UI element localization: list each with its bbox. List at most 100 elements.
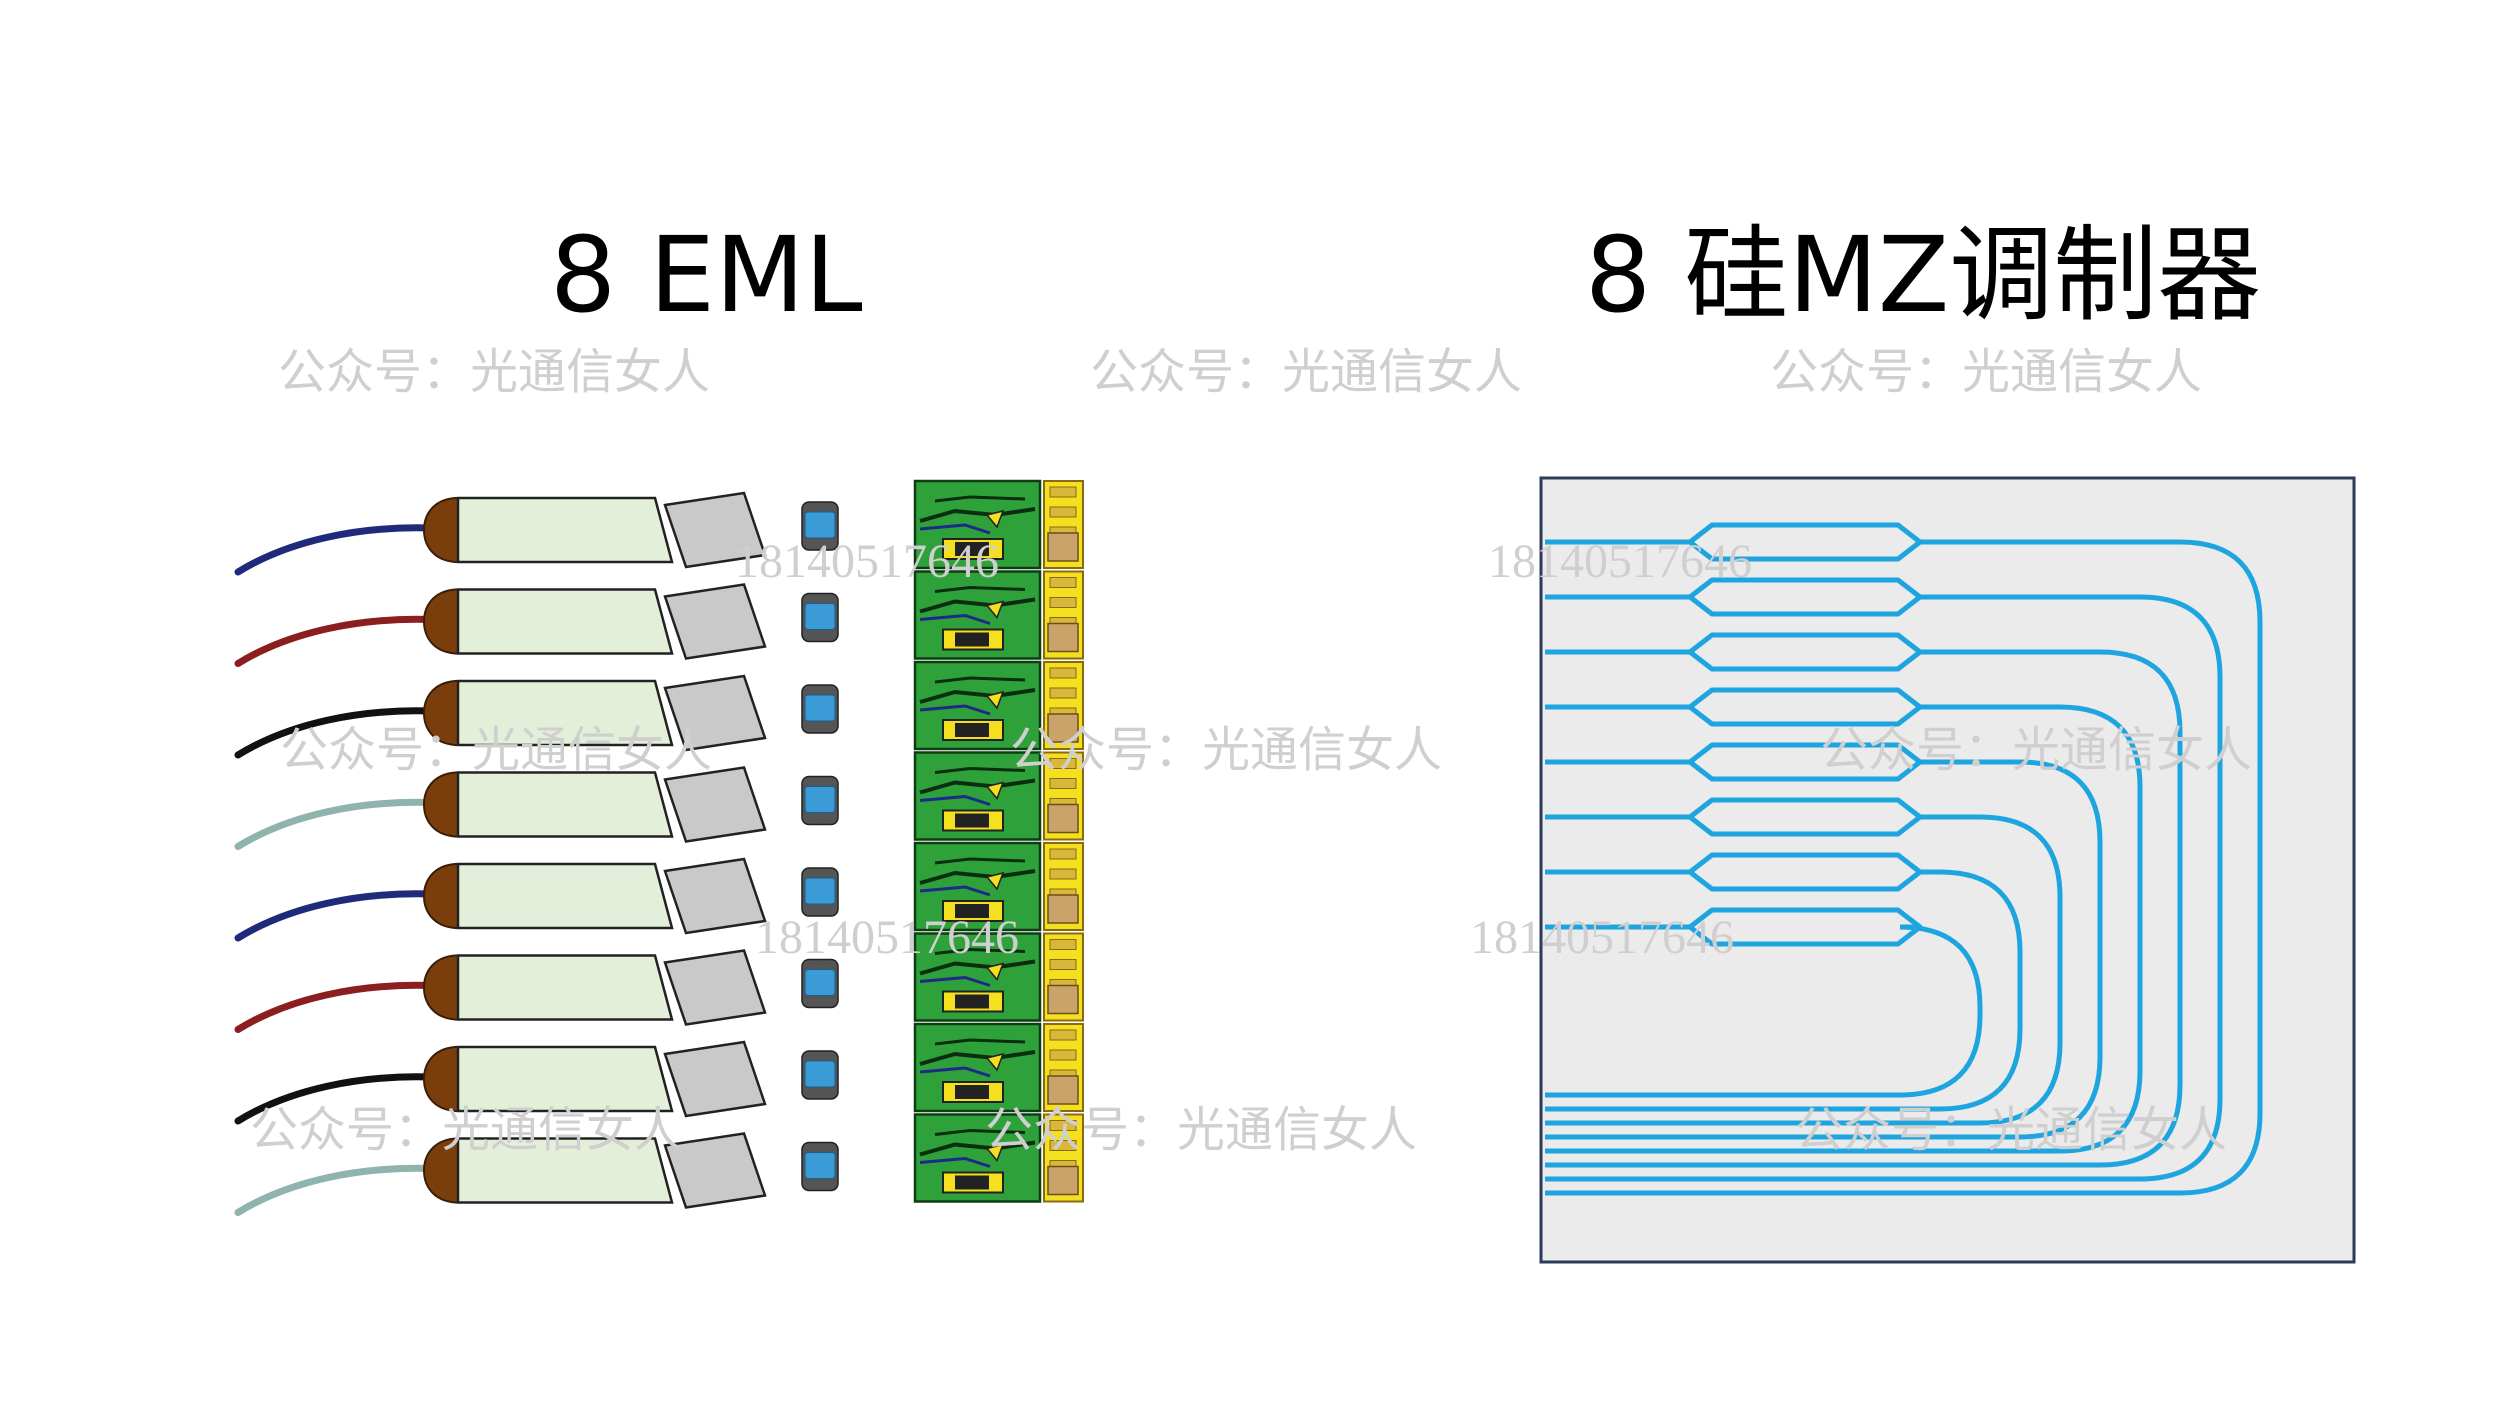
lens-plate bbox=[663, 674, 767, 752]
connector-finger bbox=[1049, 939, 1077, 950]
connector-pad bbox=[1047, 622, 1079, 653]
eml-unit bbox=[234, 841, 1084, 942]
connector-finger bbox=[1049, 1029, 1077, 1041]
connector-finger bbox=[1049, 506, 1077, 518]
eml-unit bbox=[234, 932, 1084, 1033]
connector-finger bbox=[1049, 848, 1077, 860]
pcb-trace bbox=[919, 1140, 1036, 1157]
connector-finger bbox=[1049, 758, 1077, 769]
eml-housing bbox=[456, 588, 674, 655]
pcb-trace bbox=[934, 585, 1026, 593]
pcb-trace bbox=[919, 523, 991, 535]
mz-modulator bbox=[1545, 907, 1983, 1098]
connector-finger bbox=[1049, 959, 1077, 970]
pcb-pad bbox=[985, 690, 1005, 710]
fiber-pigtail bbox=[234, 524, 434, 576]
eml-housing bbox=[456, 679, 674, 747]
connector-pad bbox=[1047, 1075, 1079, 1105]
pcb-pad bbox=[985, 600, 1005, 619]
connector-finger bbox=[1049, 687, 1077, 699]
pcb-chip bbox=[955, 632, 989, 647]
output-waveguide bbox=[1545, 704, 2143, 1154]
lens-plate bbox=[663, 1132, 767, 1209]
mz-modulator bbox=[1545, 522, 2263, 1196]
eml-array bbox=[234, 479, 1084, 1216]
connector-pad bbox=[1047, 984, 1079, 1015]
pcb-chip bbox=[955, 542, 989, 556]
eml-unit bbox=[234, 1022, 1084, 1125]
watermark-text: 公众号：光通信女人 bbox=[278, 344, 711, 400]
connector-pad bbox=[1047, 532, 1079, 562]
pcb-pad bbox=[985, 781, 1005, 800]
pcb-pad bbox=[985, 509, 1005, 529]
output-waveguide bbox=[1545, 869, 2023, 1112]
watermark-text: 公众号：光通信女人 bbox=[280, 722, 713, 778]
lens-plate bbox=[663, 583, 767, 660]
eml-housing bbox=[456, 771, 674, 838]
pcb-pad bbox=[985, 962, 1005, 981]
connector-finger bbox=[1049, 486, 1077, 498]
output-waveguide bbox=[1545, 594, 2223, 1182]
ferrule bbox=[422, 863, 463, 929]
mz-modulator bbox=[1545, 687, 2143, 1154]
watermark-number: 18140517646 bbox=[1488, 535, 1752, 588]
watermark-text: 公众号：光通信女人 bbox=[1010, 722, 1443, 778]
output-waveguide bbox=[1545, 814, 2063, 1126]
pcb-trace bbox=[919, 959, 1036, 976]
pcb-pad bbox=[985, 1052, 1005, 1072]
pcb-chip bbox=[955, 723, 989, 737]
output-waveguide bbox=[1545, 924, 1983, 1098]
pcb-trace bbox=[919, 688, 1036, 704]
ferrule bbox=[422, 771, 463, 838]
pcb-trace bbox=[919, 885, 991, 897]
eml-title: 8 EML bbox=[550, 214, 863, 336]
connector-finger bbox=[1049, 1049, 1077, 1061]
fiber-pigtail bbox=[234, 798, 434, 850]
isolator-window bbox=[804, 877, 836, 905]
connector-pad bbox=[1047, 894, 1079, 924]
mz-title: 8 硅MZ调制器 bbox=[1585, 214, 2262, 336]
connector-pad bbox=[1047, 713, 1079, 743]
eml-housing bbox=[456, 1045, 674, 1113]
mz-modulator bbox=[1545, 852, 2023, 1112]
pcb-trace bbox=[919, 613, 991, 625]
eml-housing bbox=[456, 496, 674, 564]
pcb-trace bbox=[934, 1038, 1026, 1046]
pcb-pad bbox=[985, 1143, 1005, 1162]
pcb-chip bbox=[955, 813, 989, 828]
watermark-text: 公众号：光通信女人 bbox=[1795, 1102, 2228, 1158]
isolator-window bbox=[804, 511, 836, 539]
output-waveguide bbox=[1545, 649, 2183, 1168]
fiber-pigtail bbox=[234, 981, 434, 1033]
lens-plate bbox=[663, 1040, 767, 1118]
isolator-window bbox=[804, 694, 836, 722]
driver-pcb bbox=[913, 841, 1042, 932]
lens-plate bbox=[663, 491, 767, 569]
pcb-trace bbox=[919, 597, 1036, 614]
pcb-trace bbox=[934, 1128, 1026, 1136]
isolator-window bbox=[804, 1152, 836, 1179]
connector-pad bbox=[1047, 1165, 1079, 1196]
isolator-window bbox=[804, 969, 836, 996]
watermark-text: 公众号：光通信女人 bbox=[250, 1102, 683, 1158]
mz-modulator bbox=[1545, 632, 2183, 1168]
pcb-trace bbox=[934, 766, 1026, 774]
fiber-pigtail bbox=[234, 1164, 434, 1216]
output-waveguide bbox=[1545, 759, 2103, 1140]
connector-finger bbox=[1049, 667, 1077, 679]
driver-pcb bbox=[913, 1113, 1042, 1203]
connector-finger bbox=[1049, 1120, 1077, 1131]
pcb-trace bbox=[934, 495, 1026, 503]
eml-unit bbox=[234, 570, 1084, 667]
isolator-window bbox=[804, 786, 836, 813]
pcb-trace bbox=[934, 947, 1026, 955]
watermark-text: 公众号：光通信女人 bbox=[1770, 344, 2203, 400]
mz-modulator bbox=[1545, 742, 2103, 1140]
ferrule bbox=[422, 497, 463, 563]
mz-modulator bbox=[1545, 797, 2063, 1126]
connector-finger bbox=[1049, 577, 1077, 588]
fiber-pigtail bbox=[234, 890, 434, 942]
connector-finger bbox=[1049, 868, 1077, 880]
